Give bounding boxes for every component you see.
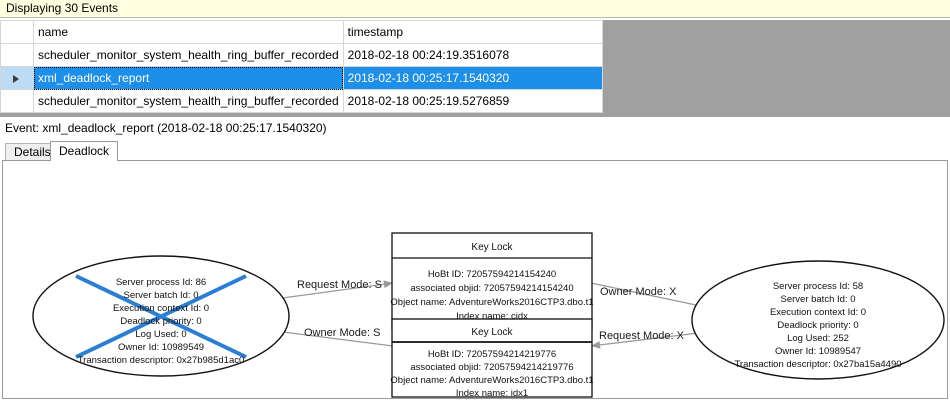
cell-name[interactable]: scheduler_monitor_system_health_ring_buf… <box>33 89 344 113</box>
resource-bottom-line-2: Object name: AdventureWorks2016CTP3.dbo.… <box>390 375 593 386</box>
victim-line-4: Log Used: 0 <box>135 329 186 340</box>
cell-timestamp[interactable]: 2018-02-18 00:25:17.1540320 <box>342 66 603 90</box>
resource-top-line-3: Index name: cidx <box>456 311 528 322</box>
resource-bottom-title: Key Lock <box>471 327 513 338</box>
victim-line-3: Deadlock priority: 0 <box>120 316 201 327</box>
row-selector-cell[interactable] <box>0 66 34 90</box>
survivor-line-5: Owner Id: 10989547 <box>775 346 861 357</box>
resource-bottom-line-0: HoBt ID: 72057594214219776 <box>428 349 556 360</box>
edge-victim-request-top: Request Mode: S <box>274 279 394 300</box>
resource-bottom-line-3: Index name: idx1 <box>456 388 528 399</box>
survivor-line-2: Execution context Id: 0 <box>770 307 866 318</box>
survivor-line-6: Transaction descriptor: 0x27ba15a4490 <box>734 359 901 370</box>
edge-survivor-request-bottom: Request Mode: X <box>590 330 716 349</box>
survivor-line-3: Deadlock priority: 0 <box>777 320 858 331</box>
tab-deadlock[interactable]: Deadlock <box>50 141 119 161</box>
cell-name[interactable]: xml_deadlock_report <box>33 66 344 90</box>
table-header-row: name timestamp <box>0 20 603 44</box>
resource-top-line-0: HoBt ID: 72057594214154240 <box>428 269 556 280</box>
events-grid[interactable]: name timestamp scheduler_monitor_system_… <box>0 19 950 117</box>
edge-top-owner-survivor: Owner Mode: X <box>590 282 716 311</box>
resource-node-bottom[interactable]: Key Lock HoBt ID: 72057594214219776 asso… <box>390 318 594 399</box>
survivor-line-1: Server batch Id: 0 <box>781 294 856 305</box>
cell-timestamp[interactable]: 2018-02-18 00:25:19.5276859 <box>342 89 603 113</box>
edge-label-owner-mode-x: Owner Mode: X <box>600 286 677 298</box>
table-row[interactable]: scheduler_monitor_system_health_ring_buf… <box>0 43 603 67</box>
table-row[interactable]: scheduler_monitor_system_health_ring_buf… <box>0 89 603 113</box>
victim-line-1: Server batch Id: 0 <box>124 290 199 301</box>
edge-label-request-mode-s: Request Mode: S <box>297 279 382 291</box>
edge-label-request-mode-x: Request Mode: X <box>599 330 685 342</box>
resource-node-top[interactable]: Key Lock HoBt ID: 72057594214154240 asso… <box>390 232 594 330</box>
victim-process-node[interactable]: Server process Id: 86 Server batch Id: 0… <box>32 255 290 377</box>
cell-name[interactable]: scheduler_monitor_system_health_ring_buf… <box>33 43 344 67</box>
survivor-line-4: Log Used: 252 <box>787 333 849 344</box>
deadlock-graph-canvas[interactable]: Request Mode: S Owner Mode: X Owner Mode… <box>2 160 948 399</box>
resource-bottom-line-1: associated objid: 72057594214219776 <box>410 362 573 373</box>
deadlock-graph-svg: Request Mode: S Owner Mode: X Owner Mode… <box>32 232 945 399</box>
edge-bottom-owner-victim: Owner Mode: S <box>274 327 394 347</box>
column-header-name[interactable]: name <box>33 20 344 44</box>
event-detail-header: Event: xml_deadlock_report (2018-02-18 0… <box>0 119 950 139</box>
resource-top-title: Key Lock <box>471 242 513 253</box>
row-pointer-triangle-icon <box>13 74 19 83</box>
table-row[interactable]: xml_deadlock_report 2018-02-18 00:25:17.… <box>0 66 603 90</box>
row-selector-cell[interactable] <box>0 43 34 67</box>
surviving-process-node[interactable]: Server process Id: 58 Server batch Id: 0… <box>691 260 945 380</box>
events-table: name timestamp scheduler_monitor_system_… <box>0 20 603 113</box>
survivor-line-0: Server process Id: 58 <box>773 281 863 292</box>
detail-tabstrip: Details Deadlock <box>0 141 950 161</box>
resource-top-line-1: associated objid: 72057594214154240 <box>410 283 573 294</box>
cell-timestamp[interactable]: 2018-02-18 00:24:19.3516078 <box>342 43 603 67</box>
events-count-text: Displaying 30 Events <box>6 1 119 15</box>
resource-bottom-box[interactable] <box>391 318 593 398</box>
victim-line-5: Owner Id: 10989549 <box>118 342 204 353</box>
resource-top-line-2: Object name: AdventureWorks2016CTP3.dbo.… <box>390 297 593 308</box>
victim-line-6: Transaction descriptor: 0x27b985d1ac0 <box>78 355 245 366</box>
events-count-banner: Displaying 30 Events <box>0 0 950 18</box>
edge-label-owner-mode-s: Owner Mode: S <box>304 327 380 339</box>
column-header-selector[interactable] <box>0 20 34 44</box>
column-header-timestamp[interactable]: timestamp <box>342 20 603 44</box>
victim-line-0: Server process Id: 86 <box>116 277 206 288</box>
victim-cross-icon <box>75 274 247 359</box>
event-detail-title: Event: xml_deadlock_report (2018-02-18 0… <box>5 121 327 135</box>
row-selector-cell[interactable] <box>0 89 34 113</box>
surviving-process-ellipse[interactable] <box>691 260 945 380</box>
victim-line-2: Execution context Id: 0 <box>113 303 209 314</box>
